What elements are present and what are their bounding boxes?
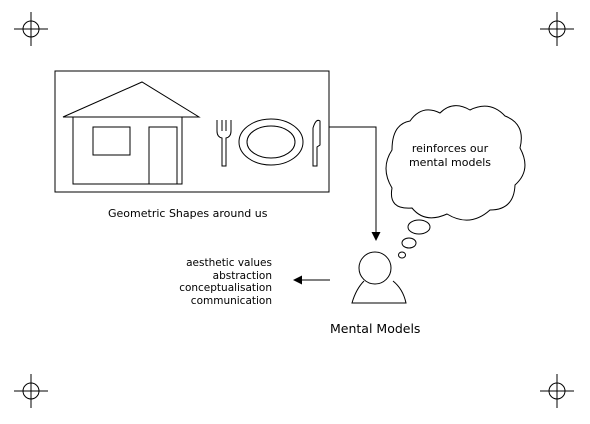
registration-mark-bottom-right bbox=[540, 374, 574, 408]
shapes-frame bbox=[54, 70, 330, 193]
values-item: conceptualisation bbox=[179, 282, 272, 294]
house-icon bbox=[62, 81, 201, 185]
knife-icon bbox=[312, 119, 321, 167]
values-item: communication bbox=[190, 294, 272, 307]
fork-icon bbox=[216, 120, 232, 167]
shapes-caption: Geometric Shapes around us bbox=[108, 207, 268, 220]
person-icon bbox=[351, 251, 407, 304]
values-list: aesthetic values abstraction conceptuali… bbox=[150, 257, 272, 307]
thought-cloud bbox=[385, 105, 526, 221]
registration-mark-top-left bbox=[14, 12, 48, 46]
thought-bubble-small bbox=[398, 251, 406, 259]
thought-line-1: reinforces our bbox=[411, 142, 489, 155]
thought-bubble-text: reinforces our mental models bbox=[402, 142, 498, 169]
values-item: abstraction bbox=[212, 269, 272, 282]
registration-mark-bottom-left bbox=[14, 374, 48, 408]
mental-models-label: Mental Models bbox=[330, 321, 421, 336]
values-item: aesthetic values bbox=[186, 257, 272, 269]
connector-arrow-down bbox=[329, 126, 381, 241]
thought-bubble-medium bbox=[401, 237, 417, 249]
plate-icon bbox=[238, 118, 304, 166]
thought-line-2: mental models bbox=[408, 155, 492, 169]
thought-bubble-large bbox=[407, 219, 431, 235]
registration-mark-top-right bbox=[540, 12, 574, 46]
